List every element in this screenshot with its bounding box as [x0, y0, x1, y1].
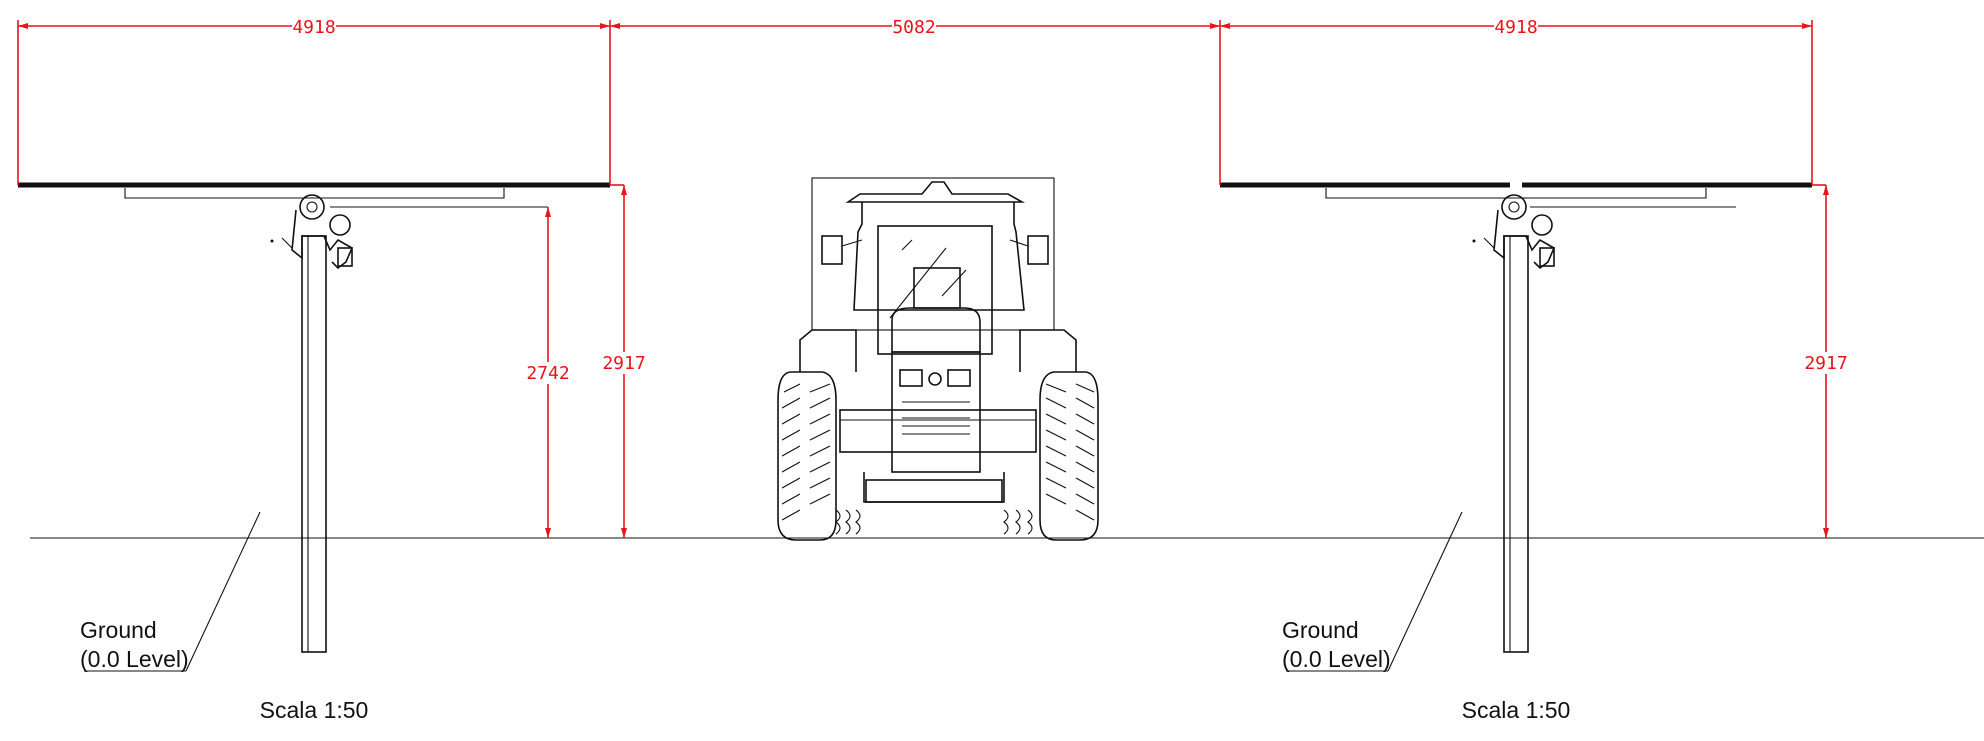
- dim-left-inner-height: 2742: [526, 363, 569, 384]
- ground-label-left: Ground (0.0 Level): [80, 511, 261, 672]
- tractor-front-view: [777, 177, 1099, 541]
- svg-text:(0.0 Level): (0.0 Level): [80, 646, 189, 672]
- post-right: [1503, 235, 1529, 653]
- solar-tracker-right: [1220, 182, 1812, 653]
- solar-tracker-left: [18, 182, 610, 653]
- scale-label-right: Scala 1:50: [1462, 697, 1571, 723]
- svg-text:(0.0 Level): (0.0 Level): [1282, 646, 1391, 672]
- dimensions: 4918 5082 4918 2742 2917 2917: [17, 16, 1852, 538]
- svg-text:Ground: Ground: [80, 617, 157, 643]
- dim-aisle-width: 5082: [892, 17, 935, 38]
- tire-right: [1039, 371, 1099, 541]
- svg-text:Ground: Ground: [1282, 617, 1359, 643]
- ground-label-right: Ground (0.0 Level): [1282, 511, 1463, 672]
- post-left: [301, 235, 327, 653]
- dim-right-panel-height: 2917: [1804, 353, 1847, 374]
- dim-left-panel-width: 4918: [292, 17, 335, 38]
- dim-left-panel-height: 2917: [602, 353, 645, 374]
- tire-left: [777, 371, 837, 541]
- scale-label-left: Scala 1:50: [260, 697, 369, 723]
- dim-right-panel-width: 4918: [1494, 17, 1537, 38]
